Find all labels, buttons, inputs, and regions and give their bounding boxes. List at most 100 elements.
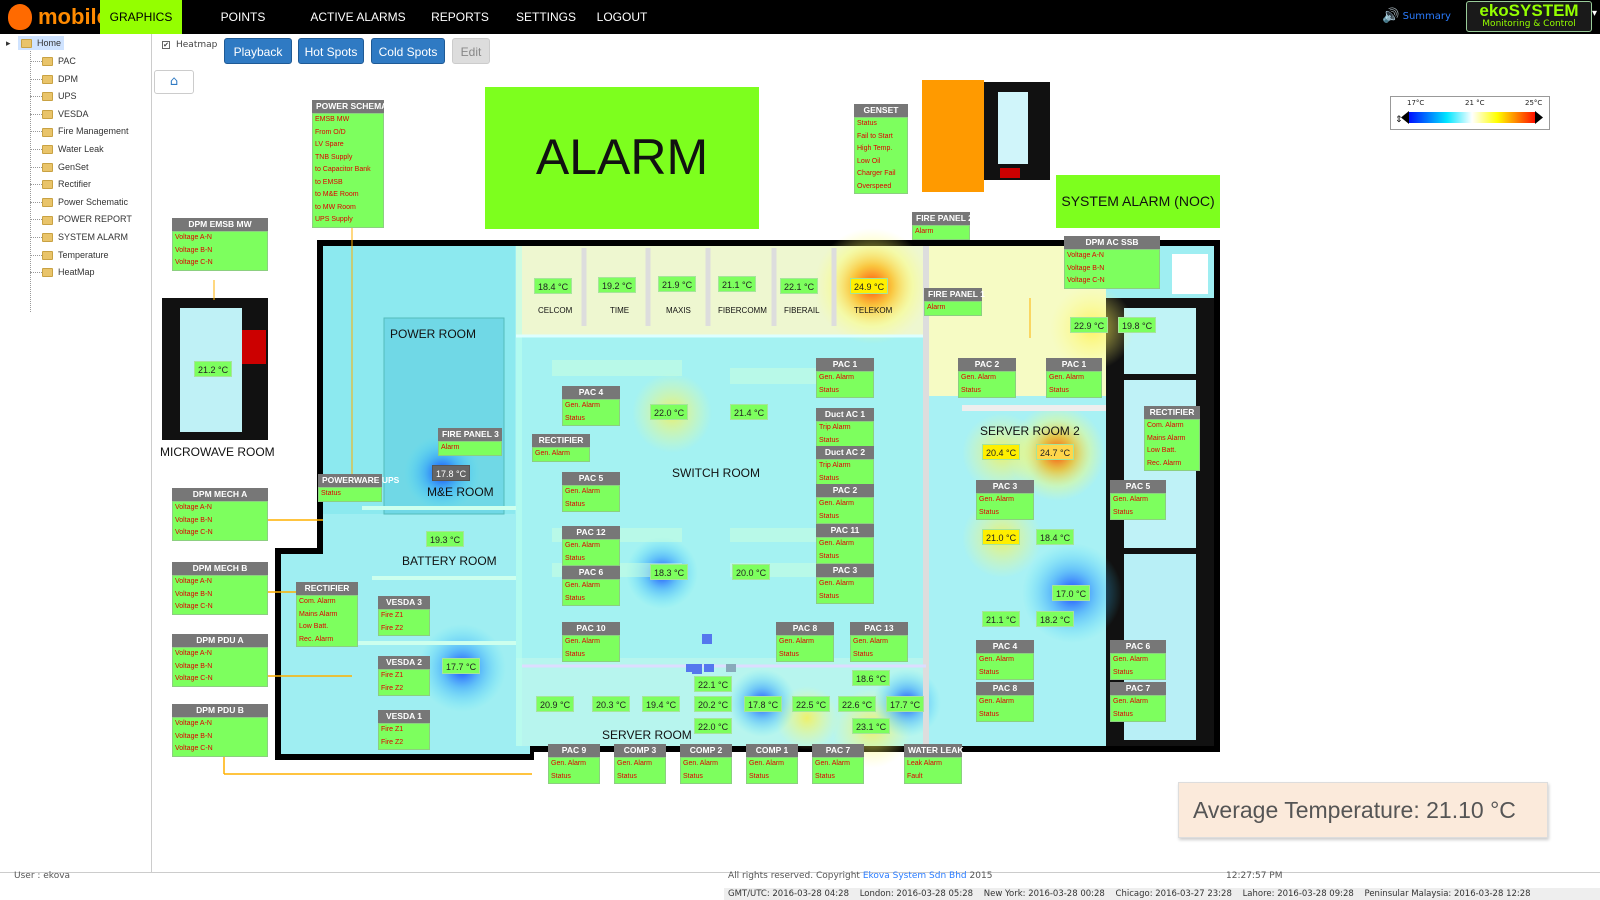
temp-s2-g[interactable]: 17.0 °C	[1052, 585, 1091, 601]
temp-s2-b[interactable]: 19.8 °C	[1118, 317, 1157, 333]
temp-server-5[interactable]: 19.4 °C	[642, 696, 681, 712]
temp-fibercomm[interactable]: 21.1 °C	[718, 276, 757, 292]
temp-fiberail[interactable]: 22.1 °C	[780, 278, 819, 294]
temp-server-11[interactable]: 22.0 °C	[694, 718, 733, 734]
temp-switch-2[interactable]: 21.4 °C	[730, 404, 769, 420]
temp-server-13[interactable]: 23.1 °C	[852, 718, 891, 734]
nav-active-alarms[interactable]: ACTIVE ALARMS	[310, 10, 406, 24]
sidebar-item-water-leak[interactable]: Water Leak	[42, 142, 104, 156]
edit-button[interactable]: Edit	[452, 38, 490, 64]
temp-s2-i[interactable]: 18.2 °C	[1036, 611, 1075, 627]
cold-spots-button[interactable]: Cold Spots	[371, 38, 445, 64]
sidebar-item-genset[interactable]: GenSet	[42, 160, 89, 174]
sidebar-item-system-alarm[interactable]: SYSTEM ALARM	[42, 230, 128, 244]
temp-server-2[interactable]: 22.1 °C	[694, 676, 733, 692]
temp-server-12[interactable]: 18.6 °C	[852, 670, 891, 686]
temp-telekom[interactable]: 24.9 °C	[850, 278, 889, 294]
sidebar-item-heatmap[interactable]: HeatMap	[42, 265, 95, 279]
temp-server-8[interactable]: 22.5 °C	[792, 696, 831, 712]
temp-maxis[interactable]: 21.9 °C	[658, 276, 697, 292]
alarm-banner[interactable]: ALARM	[485, 87, 759, 229]
temp-server-1[interactable]: 17.7 °C	[442, 658, 481, 674]
tree-toggle-icon[interactable]: ▸	[6, 38, 11, 48]
sidebar-item-power-schematic[interactable]: Power Schematic	[42, 195, 128, 209]
temp-time[interactable]: 19.2 °C	[598, 277, 637, 293]
sidebar-item-temperature[interactable]: Temperature	[42, 248, 109, 262]
nav-settings[interactable]: SETTINGS	[515, 10, 576, 24]
temp-me-room[interactable]: 17.8 °C	[432, 465, 471, 481]
temp-s2-h[interactable]: 21.1 °C	[982, 611, 1021, 627]
temp-server-4[interactable]: 20.3 °C	[592, 696, 631, 712]
temp-server-10[interactable]: 17.7 °C	[886, 696, 925, 712]
temp-switch-4[interactable]: 20.0 °C	[732, 564, 771, 580]
playback-button[interactable]: Playback	[224, 38, 292, 64]
sidebar-item-power-report[interactable]: POWER REPORT	[42, 212, 132, 226]
heatmap-checkbox[interactable]: ✔	[162, 40, 170, 49]
temp-server-6[interactable]: 20.2 °C	[694, 696, 733, 712]
temp-server-7[interactable]: 17.8 °C	[744, 696, 783, 712]
sidebar-item-home[interactable]: Home	[18, 36, 65, 50]
temp-s2-a[interactable]: 22.9 °C	[1070, 317, 1109, 333]
mobile-logo[interactable]: mobile	[4, 2, 109, 32]
temp-s2-f[interactable]: 18.4 °C	[1036, 529, 1075, 545]
summary-link[interactable]: 🔊 Summary	[1382, 8, 1451, 24]
temp-server-9[interactable]: 22.6 °C	[838, 696, 877, 712]
sidebar-item-vesda[interactable]: VESDA	[42, 107, 89, 121]
temp-server-3[interactable]: 20.9 °C	[536, 696, 575, 712]
system-alarm-banner[interactable]: SYSTEM ALARM (NOC)	[1056, 175, 1220, 228]
sidebar-item-rectifier[interactable]: Rectifier	[42, 177, 91, 191]
hot-spots-button[interactable]: Hot Spots	[298, 38, 364, 64]
nav-points-summary[interactable]: POINTS SUMMARY	[212, 10, 273, 58]
temp-switch-1[interactable]: 22.0 °C	[650, 404, 689, 420]
sidebar-item-dpm[interactable]: DPM	[42, 72, 78, 86]
temp-s2-d[interactable]: 24.7 °C	[1036, 444, 1075, 460]
company-link[interactable]: Ekova System Sdn Bhd	[862, 871, 967, 881]
heatmap-toggle[interactable]: ✔Heatmap	[162, 40, 217, 50]
temp-microwave[interactable]: 21.2 °C	[194, 361, 233, 377]
nav-graphics[interactable]: GRAPHICS	[100, 0, 182, 34]
sidebar-item-ups[interactable]: UPS	[42, 89, 77, 103]
